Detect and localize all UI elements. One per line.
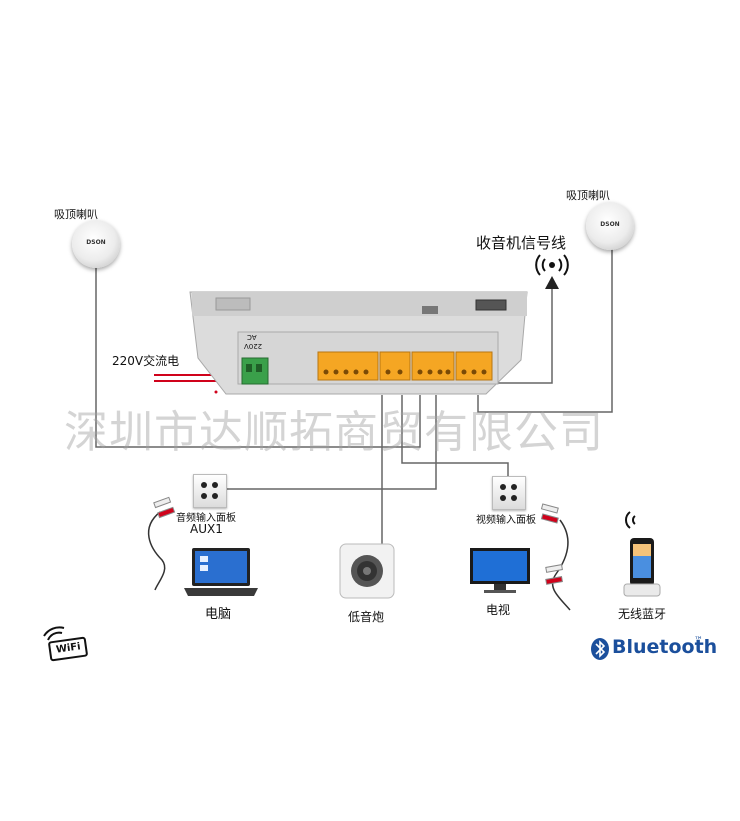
subwoofer-label: 低音炮: [348, 610, 385, 624]
radio-waves-icon: [535, 254, 569, 276]
bluetooth-waves-icon: [625, 511, 636, 529]
jack: [500, 484, 506, 490]
tv-icon: [470, 548, 530, 593]
wire-right-speaker: [477, 236, 613, 413]
jack: [212, 493, 218, 499]
speaker-brand: DSON: [600, 221, 620, 228]
tv-label: 电视: [486, 603, 511, 617]
amplifier-device: [189, 291, 528, 395]
device-ac-label: AC: [247, 333, 257, 341]
jack: [212, 482, 218, 488]
aux-label: AUX1: [190, 522, 223, 536]
bluetooth-icon: [591, 638, 609, 660]
jack: [500, 495, 506, 501]
jack: [511, 484, 517, 490]
rca-plug-red-3: [545, 576, 563, 585]
rca-plug-white-2: [540, 503, 559, 514]
phone-dock-icon: [623, 538, 661, 597]
video-panel-label: 视频输入面板: [476, 515, 536, 526]
rca-plug-white-3: [545, 564, 563, 573]
jack: [201, 493, 207, 499]
bluetooth-device-label: 无线蓝牙: [618, 607, 667, 621]
audio-panel-label: 音频输入面板: [176, 513, 236, 524]
rca-plug-red: [157, 506, 176, 519]
antenna-arrow: [545, 276, 559, 289]
radio-signal-label: 收音机信号线: [476, 234, 567, 252]
company-watermark: 深圳市达顺拓商贸有限公司: [64, 407, 604, 458]
jack: [201, 482, 207, 488]
device-voltage-label: 220V: [244, 342, 263, 350]
video-input-panel: [492, 476, 526, 510]
speaker-left-icon: DSON: [72, 220, 120, 268]
rca-cable-video: [551, 519, 571, 611]
subwoofer-icon: [339, 543, 395, 599]
jack: [511, 495, 517, 501]
wire-left-speaker: [95, 265, 421, 448]
wire-antenna: [490, 285, 553, 384]
power-label: 220V交流电: [112, 354, 180, 368]
wifi-icon: [43, 626, 88, 662]
rca-cable-audio: [147, 511, 166, 591]
wire-audio-panel: [225, 395, 437, 490]
speaker-left-label: 吸顶喇叭: [54, 208, 98, 221]
laptop-icon: [184, 548, 258, 596]
power-dot: [214, 390, 218, 394]
speaker-right-label: 吸顶喇叭: [566, 189, 610, 202]
bluetooth-logo-text: Bluetooth: [612, 636, 718, 658]
wire-video-panel: [401, 395, 509, 476]
audio-input-panel: [193, 474, 227, 508]
rca-plug-red-2: [540, 513, 559, 524]
computer-label: 电脑: [205, 607, 232, 622]
speaker-brand: DSON: [86, 239, 106, 246]
rca-plug-white: [153, 496, 172, 509]
terminal-blocks: [317, 351, 493, 381]
speaker-right-icon: DSON: [586, 202, 634, 250]
bluetooth-tm: ™: [694, 636, 703, 646]
